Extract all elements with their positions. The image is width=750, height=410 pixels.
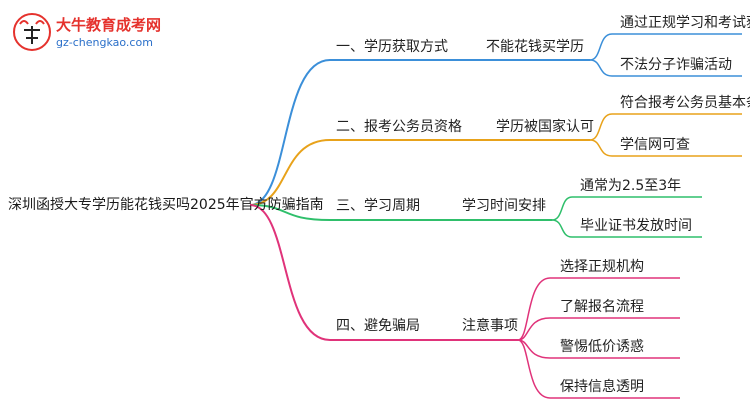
branch-3-middle: 学习时间安排 [462, 198, 546, 214]
branch-1-leaf-1: 通过正规学习和考试获取 [620, 15, 750, 31]
branch-1-middle: 不能花钱买学历 [486, 39, 584, 55]
branch-4-leaf-4: 保持信息透明 [560, 379, 644, 395]
branch-4-leaf-4-curve [517, 339, 551, 399]
branch-1-curve [249, 59, 331, 206]
branch-2-leaf-2-curve [589, 139, 613, 157]
branch-3-leaf-1: 通常为2.5至3年 [580, 178, 682, 194]
branch-4-leaf-1: 选择正规机构 [560, 259, 644, 275]
branch-2-middle: 学历被国家认可 [496, 119, 594, 135]
branch-4-label: 四、避免骗局 [336, 318, 420, 334]
branch-3-curve [249, 204, 331, 221]
branch-3-leaf-2-curve [551, 219, 573, 238]
branch-2-leaf-1-curve [589, 113, 613, 141]
branch-2-leaf-1: 符合报考公务员基本条件 [620, 95, 750, 111]
watermark-domain: gz-chengkao.com [56, 36, 153, 49]
root-node: 深圳函授大专学历能花钱买吗2025年官方防骗指南 [8, 197, 324, 213]
branch-4-leaf-2-curve [517, 317, 551, 341]
branch-3-leaf-1-curve [551, 196, 573, 221]
branch-2-leaf-2: 学信网可查 [620, 137, 690, 153]
branch-3-label: 三、学习周期 [336, 198, 420, 214]
branch-1-leaf-1-curve [589, 33, 613, 61]
branch-1-leaf-2-curve [589, 59, 613, 77]
branch-4-leaf-2: 了解报名流程 [560, 299, 644, 315]
branch-4-middle: 注意事项 [462, 318, 518, 334]
branch-3-leaf-2: 毕业证书发放时间 [580, 218, 692, 234]
branch-4-leaf-3: 警惕低价诱惑 [560, 339, 644, 355]
branch-1-leaf-2: 不法分子诈骗活动 [620, 57, 732, 73]
branch-1-label: 一、学历获取方式 [336, 39, 448, 55]
branch-2-curve [249, 139, 331, 206]
branch-4-leaf-1-curve [517, 277, 551, 341]
branch-2-label: 二、报考公务员资格 [336, 119, 462, 135]
ox-head-logo-icon [13, 13, 51, 51]
branch-4-curve [249, 204, 331, 341]
watermark-logo: 大牛教育成考网 gz-chengkao.com [12, 8, 182, 58]
watermark-name: 大牛教育成考网 [56, 16, 162, 34]
